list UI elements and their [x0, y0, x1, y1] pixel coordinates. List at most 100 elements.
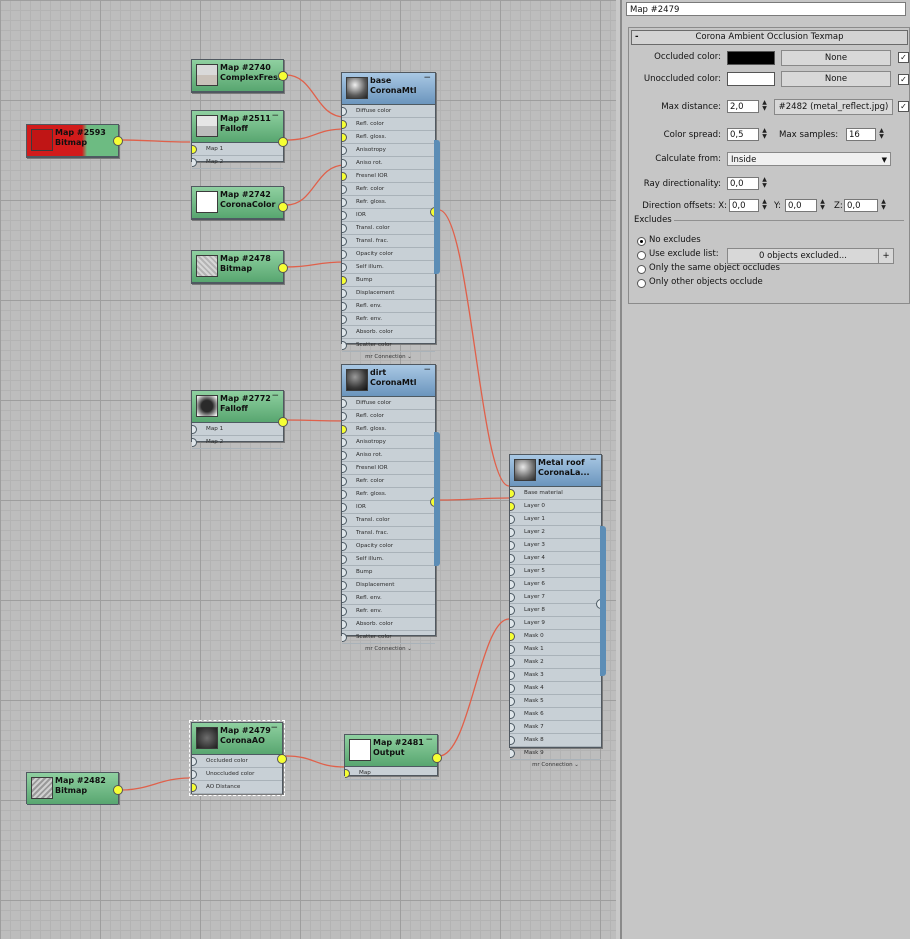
slot[interactable]: Mask 0	[510, 630, 601, 643]
slot[interactable]: Refl. env.	[342, 592, 435, 605]
input-socket[interactable]	[342, 438, 347, 447]
mr-connection[interactable]: mr Connection ⌄	[532, 762, 579, 768]
rollout-header[interactable]: - Corona Ambient Occlusion Texmap	[631, 30, 908, 45]
node-side-handle[interactable]	[434, 432, 440, 566]
input-socket[interactable]	[342, 620, 347, 629]
ray-directionality-input[interactable]: 0,0	[727, 177, 759, 190]
slot[interactable]: Bump	[342, 566, 435, 579]
use-exclude-list-radio[interactable]	[637, 251, 646, 260]
output-socket[interactable]	[278, 417, 288, 427]
slot[interactable]: Map	[345, 767, 437, 780]
output-socket[interactable]	[113, 785, 123, 795]
input-socket[interactable]	[342, 412, 347, 421]
slot[interactable]: Base material	[510, 487, 601, 500]
collapse-icon[interactable]: −	[425, 735, 433, 745]
input-socket[interactable]	[342, 302, 347, 311]
slot[interactable]: Opacity color	[342, 540, 435, 553]
input-socket[interactable]	[342, 276, 347, 285]
slot[interactable]: Mask 6	[510, 708, 601, 721]
input-socket[interactable]	[510, 684, 515, 693]
input-socket[interactable]	[510, 749, 515, 758]
direction-offset-x-spinner[interactable]: ▲▼	[762, 198, 767, 211]
input-socket[interactable]	[510, 489, 515, 498]
input-socket[interactable]	[342, 107, 347, 116]
occluded-color-swatch[interactable]	[727, 51, 775, 65]
input-socket[interactable]	[510, 723, 515, 732]
input-socket[interactable]	[345, 769, 350, 778]
unoccluded-color-swatch[interactable]	[727, 72, 775, 86]
output-socket[interactable]	[278, 71, 288, 81]
slot[interactable]: Occluded color	[192, 755, 282, 768]
input-socket[interactable]	[342, 289, 347, 298]
input-socket[interactable]	[510, 619, 515, 628]
input-socket[interactable]	[192, 145, 197, 154]
direction-offset-y-spinner[interactable]: ▲▼	[820, 198, 825, 211]
slot[interactable]: Anisotropy	[342, 436, 435, 449]
slot[interactable]: Refl. env.	[342, 300, 435, 313]
slot[interactable]: Opacity color	[342, 248, 435, 261]
input-socket[interactable]	[342, 542, 347, 551]
slot[interactable]: Layer 3	[510, 539, 601, 552]
exclude-list-button[interactable]: 0 objects excluded...	[727, 248, 879, 264]
slot[interactable]: Layer 8	[510, 604, 601, 617]
max-distance-map-button[interactable]: #2482 (metal_reflect.jpg)	[774, 99, 893, 115]
slot[interactable]: Refr. color	[342, 183, 435, 196]
slot[interactable]: Aniso rot.	[342, 157, 435, 170]
input-socket[interactable]	[510, 554, 515, 563]
input-socket[interactable]	[510, 658, 515, 667]
slot[interactable]: Refl. color	[342, 118, 435, 131]
max-samples-spinner[interactable]: ▲▼	[879, 127, 884, 140]
slot[interactable]: Mask 7	[510, 721, 601, 734]
input-socket[interactable]	[192, 425, 197, 434]
input-socket[interactable]	[342, 328, 347, 337]
input-socket[interactable]	[342, 490, 347, 499]
input-socket[interactable]	[510, 515, 515, 524]
slot[interactable]: Refr. gloss.	[342, 196, 435, 209]
slot[interactable]: Refr. gloss.	[342, 488, 435, 501]
input-socket[interactable]	[342, 172, 347, 181]
collapse-icon[interactable]: −	[423, 365, 431, 375]
input-socket[interactable]	[510, 541, 515, 550]
input-socket[interactable]	[342, 224, 347, 233]
slot[interactable]: Aniso rot.	[342, 449, 435, 462]
input-socket[interactable]	[510, 710, 515, 719]
input-socket[interactable]	[510, 593, 515, 602]
input-socket[interactable]	[342, 399, 347, 408]
input-socket[interactable]	[342, 633, 347, 642]
slot[interactable]: Map 1	[192, 143, 283, 156]
slot[interactable]: Transl. color	[342, 514, 435, 527]
slot[interactable]: Mask 5	[510, 695, 601, 708]
node-side-handle[interactable]	[600, 526, 606, 676]
same-object-radio[interactable]	[637, 265, 646, 274]
input-socket[interactable]	[342, 516, 347, 525]
max-samples-input[interactable]: 16	[846, 128, 876, 141]
mr-connection[interactable]: mr Connection ⌄	[365, 646, 412, 652]
input-socket[interactable]	[192, 783, 197, 792]
slot[interactable]: Transl. frac.	[342, 527, 435, 540]
slot[interactable]: Refr. color	[342, 475, 435, 488]
input-socket[interactable]	[510, 736, 515, 745]
color-spread-input[interactable]: 0,5	[727, 128, 759, 141]
map-name-field[interactable]: Map #2479	[626, 2, 906, 16]
slot[interactable]: Unoccluded color	[192, 768, 282, 781]
slot[interactable]: Layer 0	[510, 500, 601, 513]
collapse-icon[interactable]: −	[589, 455, 597, 465]
slot[interactable]: Mask 9	[510, 747, 601, 760]
slot[interactable]: Displacement	[342, 579, 435, 592]
slot[interactable]: Diffuse color	[342, 397, 435, 410]
mr-connection[interactable]: mr Connection ⌄	[365, 354, 412, 360]
slot[interactable]: Absorb. color	[342, 618, 435, 631]
slot[interactable]: Map 1	[192, 423, 283, 436]
slot[interactable]: Map 2	[192, 436, 283, 449]
slot[interactable]: Refr. env.	[342, 313, 435, 326]
slot[interactable]: Mask 2	[510, 656, 601, 669]
input-socket[interactable]	[510, 671, 515, 680]
output-socket[interactable]	[277, 754, 287, 764]
